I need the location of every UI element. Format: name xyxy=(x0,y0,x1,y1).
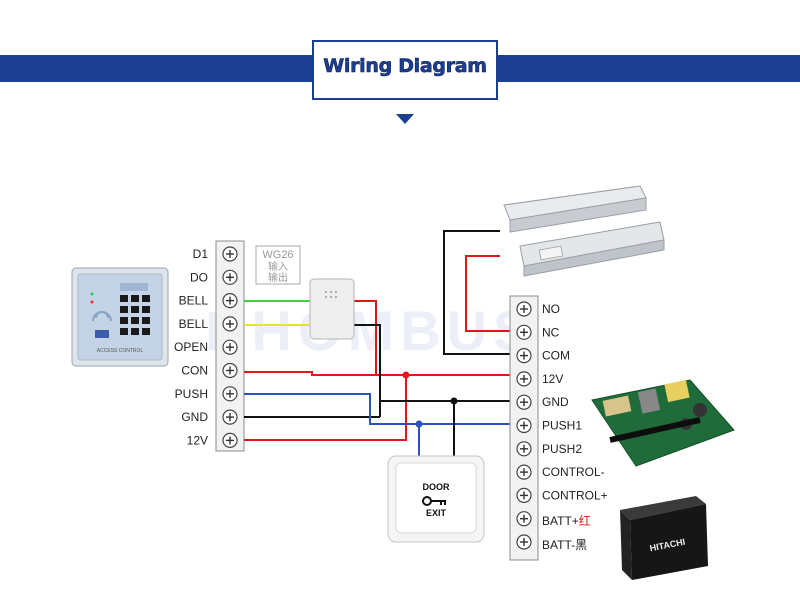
right-terminal-label: PUSH2 xyxy=(542,442,582,456)
left-terminal-label: BELL xyxy=(179,317,209,331)
junction-dots xyxy=(402,371,458,428)
wg26-output-label: 输出 xyxy=(268,271,288,284)
push-wire xyxy=(244,393,512,425)
svg-text:BATT-黑: BATT-黑 xyxy=(542,538,587,552)
right-terminal-label: COM xyxy=(542,349,570,363)
left-terminal-label: CON xyxy=(181,364,208,378)
left-terminal-screws xyxy=(222,246,238,448)
left-terminal-label: 12V xyxy=(187,433,208,447)
key-icon xyxy=(422,496,446,506)
bell-12v-wire xyxy=(354,300,512,376)
left-terminal-label: GND xyxy=(181,410,208,424)
right-terminal-screws xyxy=(516,301,532,550)
wg26-input-label: 输入 xyxy=(268,260,288,273)
con-wire xyxy=(244,371,376,376)
left-terminal-label: OPEN xyxy=(174,340,208,354)
right-terminal-label: CONTROL- xyxy=(542,465,605,479)
lock-nc-wire xyxy=(465,255,512,332)
title-frame xyxy=(312,40,498,100)
right-terminal-label: GND xyxy=(542,395,569,409)
left-terminal-label: D1 xyxy=(193,247,209,261)
left-terminal-label: BELL xyxy=(179,294,209,308)
power-supply-board xyxy=(591,379,735,467)
left-terminal-label: DO xyxy=(190,270,208,284)
access-keypad: ACCESS CONTROL xyxy=(71,267,169,367)
door-bell xyxy=(309,278,355,340)
right-terminal-label: PUSH1 xyxy=(542,419,582,433)
magnetic-lock xyxy=(503,185,665,277)
lock-com-wire xyxy=(443,230,512,355)
bell-gnd-wire xyxy=(354,324,512,402)
right-terminal-label: NO xyxy=(542,302,560,316)
keypad-12v-wire xyxy=(244,375,407,441)
page-title: Wiring Diagram xyxy=(323,55,487,78)
exit-button-door-label: DOOR xyxy=(423,482,451,492)
battery: HITACHI xyxy=(620,496,708,580)
svg-text:BATT+红: BATT+红 xyxy=(542,513,591,528)
exit-button: DOOR EXIT xyxy=(387,455,485,543)
wg26-box: WG26 输入 输出 xyxy=(255,245,301,285)
batt-plus-label: BATT+红 xyxy=(542,513,591,528)
exit-button-exit-label: EXIT xyxy=(426,508,447,518)
keypad-caption: ACCESS CONTROL xyxy=(97,348,144,354)
right-terminal-label: NC xyxy=(542,325,560,339)
title-pointer-icon xyxy=(396,114,414,124)
right-terminal-label: CONTROL+ xyxy=(542,488,608,502)
right-terminal-label: 12V xyxy=(542,372,563,386)
wg26-label: WG26 xyxy=(262,249,293,261)
batt-minus-label: BATT-黑 xyxy=(542,538,587,552)
wires xyxy=(244,230,512,456)
left-terminal-label: PUSH xyxy=(175,387,208,401)
